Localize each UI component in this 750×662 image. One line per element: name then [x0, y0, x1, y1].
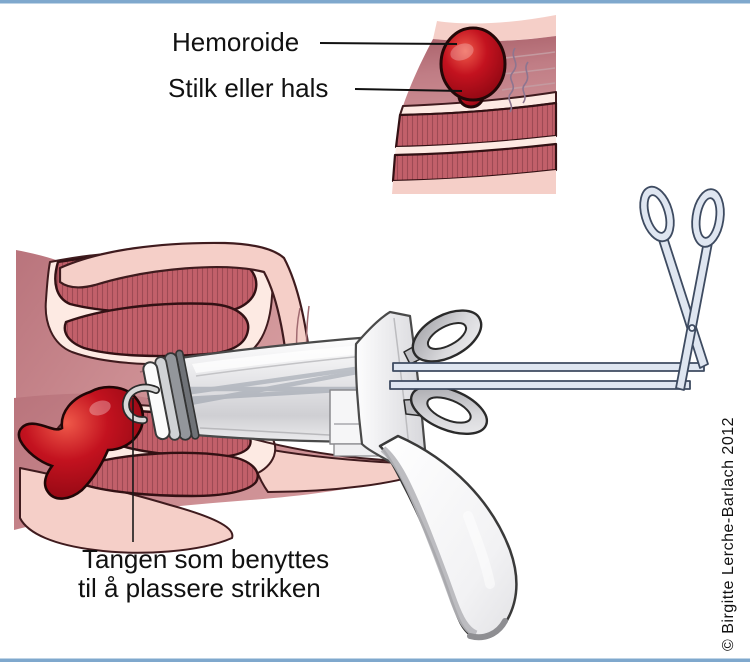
- banding-tip-rings: [142, 349, 200, 441]
- vessel-squiggles: [508, 47, 529, 113]
- bottom-border-bar: [0, 658, 750, 662]
- top-border-bar: [0, 0, 750, 4]
- forceps-pivot: [688, 324, 696, 332]
- leader-line-stalk: [354, 88, 463, 92]
- forceps-rail-top: [392, 362, 705, 372]
- anoscope: [121, 309, 518, 641]
- forceps-rail-bottom: [389, 380, 691, 390]
- anoscope-handle: [378, 434, 518, 641]
- ligator-handle-rings: [403, 309, 489, 436]
- forceps-jaw-hook: [121, 383, 160, 425]
- inset-hemorrhoid-ball: [439, 26, 507, 102]
- inset-hemorrhoid-closeup: [391, 15, 558, 194]
- annotation-layer: Hemoroide Stilk eller hals Tangen som be…: [78, 27, 737, 651]
- stalk-label: Stilk eller hals: [168, 73, 328, 103]
- sphincter-muscle-upper-2: [63, 302, 250, 358]
- leader-line-hemorrhoid: [319, 42, 458, 45]
- forceps-finger-ring-left: [639, 185, 675, 243]
- hemorrhoid-label: Hemoroide: [172, 27, 299, 57]
- grasping-forceps: [389, 185, 725, 391]
- vessel-lines: [501, 51, 556, 91]
- forceps-label-line1: Tangen som benyttes: [82, 544, 329, 574]
- forceps-label-line2: til å plassere strikken: [78, 573, 321, 603]
- copyright-credit: © Birgitte Lerche-Barlach 2012: [720, 417, 737, 651]
- forceps-finger-ring-right: [691, 188, 725, 248]
